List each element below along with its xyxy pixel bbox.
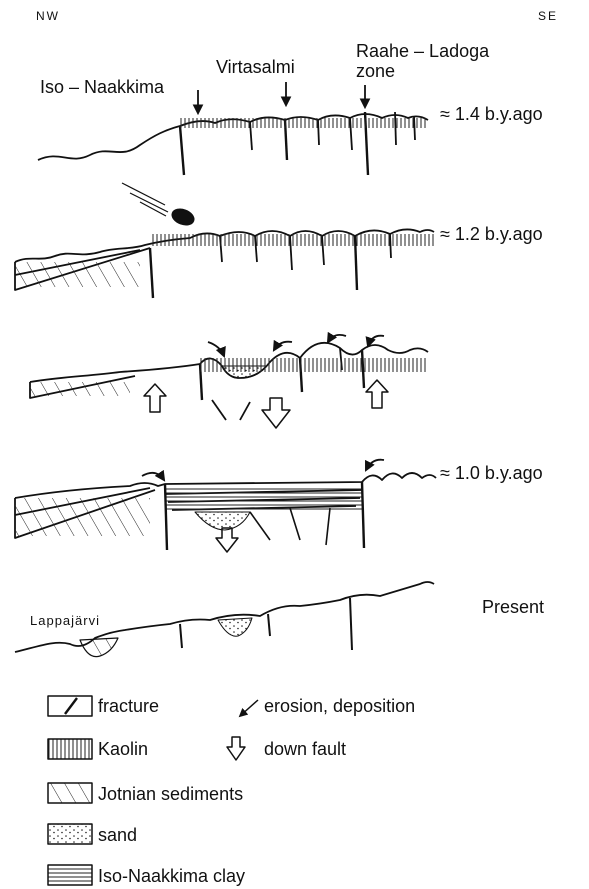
meteorite-shape [170,207,195,228]
legend-sand-symbol [48,824,92,844]
legend-clay-symbol [48,865,92,885]
legend-erosion-arrow [240,700,258,716]
stage-5-surface [15,582,434,652]
stage-5-section [15,582,434,657]
legend [48,696,258,885]
stage-1-section [38,82,428,175]
legend-down-fault-arrow [227,737,245,760]
legend-kaolin-symbol [48,739,92,759]
stage-2-section [15,183,434,298]
stage-4-section [15,460,436,552]
legend-jotnian-symbol [48,783,92,803]
stage-3-section [30,335,428,428]
